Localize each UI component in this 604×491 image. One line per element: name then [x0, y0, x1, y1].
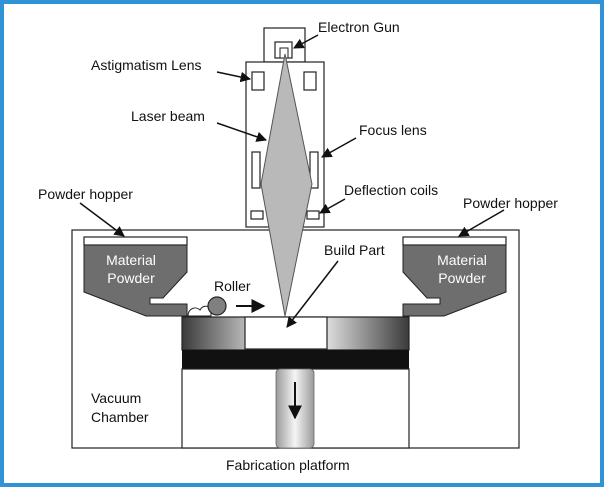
build-part-arrow — [286, 260, 339, 328]
material-powder-left-label: Material — [106, 252, 156, 268]
deflection-coil-right — [306, 210, 320, 220]
focus-lens-left — [251, 151, 261, 189]
ebm-schematic: Electron Gun Astigmatism Lens Laser beam… — [38, 19, 558, 473]
material-powder-right — [402, 244, 507, 317]
material-powder-right-label-2: Powder — [438, 270, 486, 286]
build-part-label: Build Part — [324, 242, 385, 258]
build-part — [244, 316, 328, 350]
deflection-coils-label: Deflection coils — [344, 182, 438, 198]
powder-hopper-left-arrow — [79, 202, 125, 237]
material-powder-left-label-2: Powder — [107, 270, 155, 286]
astigmatism-lens-label: Astigmatism Lens — [91, 57, 201, 73]
laser-beam — [260, 53, 313, 317]
material-powder-left — [83, 244, 188, 317]
roller-label: Roller — [214, 278, 251, 294]
focus-lens-arrow — [321, 137, 357, 158]
powder-hopper-lid-right — [402, 236, 507, 246]
roller — [207, 296, 227, 316]
laser-beam-label: Laser beam — [131, 108, 205, 124]
focus-lens-label: Focus lens — [359, 122, 427, 138]
powder-hopper-left-label: Powder hopper — [38, 186, 133, 202]
powder-hopper-lid-left — [83, 236, 188, 246]
deflection-coils-arrow — [319, 198, 346, 214]
powder-hopper-right-arrow — [458, 209, 505, 237]
electron-gun-label: Electron Gun — [318, 19, 400, 35]
electron-gun-tip — [279, 47, 289, 59]
electron-gun-arrow — [293, 34, 319, 49]
focus-lens-right — [309, 151, 319, 189]
deflection-coil-left — [250, 210, 264, 220]
powder-hopper-right-label: Powder hopper — [463, 195, 558, 211]
material-powder-right-label: Material — [437, 252, 487, 268]
vacuum-chamber-label-2: Chamber — [91, 409, 149, 425]
vacuum-chamber-label: Vacuum — [91, 390, 141, 406]
fabrication-platform-label: Fabrication platform — [226, 457, 350, 473]
astigmatism-lens-right — [303, 71, 317, 91]
astigmatism-lens-left — [251, 71, 265, 91]
astigmatism-lens-arrow — [216, 71, 252, 83]
laser-beam-arrow — [216, 122, 267, 142]
fabrication-platform-plate — [182, 350, 409, 369]
